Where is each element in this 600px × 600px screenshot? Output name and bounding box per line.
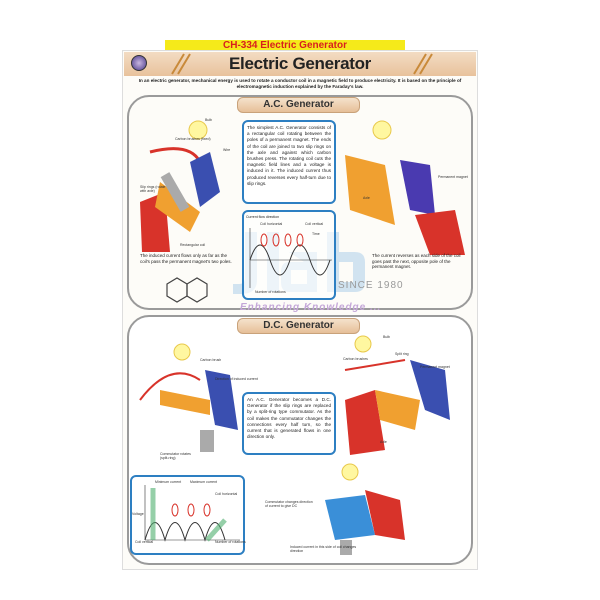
ac-generator-illustration-right [345,120,465,255]
ac-label: Bulb [205,118,213,122]
ac-label: Wire [223,148,231,152]
dc-commutator-illustration [325,463,405,555]
ac-generator-illustration-left [140,120,220,252]
ac-graph-label: Coil horizontal [260,222,283,226]
ac-graph-label: Time [312,232,320,236]
dc-graph-box [130,475,245,555]
dc-label: Split ring [395,352,409,356]
ac-label: Slip rings (rotate with axle) [140,185,166,193]
dc-graph-label: Coil horizontal [215,492,238,496]
dc-label: Permanent magnet [420,365,450,369]
publisher-logo [131,55,147,71]
dc-label: Commutator changes direction of current … [265,500,313,508]
ac-label: Permanent magnet [438,175,468,179]
dc-label: Direction of induced current [215,377,258,381]
dc-label: Induced current in this side of coil cha… [290,545,357,553]
header-stripes [171,53,433,75]
ac-label: Carbon brushes (fixed) [175,137,211,141]
dc-graph-label: Maximum current [190,480,218,484]
watermark-tagline: Enhancing Knowledge ... [240,302,382,313]
ac-generator-panel [127,95,473,310]
dc-graph-label: Number of rotations [215,540,246,544]
product-code-strip: CH-334 Electric Generator [165,40,405,52]
hexagon-logo-icon [166,277,208,303]
dc-generator-illustration-left [139,343,238,452]
ac-label: Rectangular coil [180,243,206,247]
ac-graph-label: Number of rotations [255,290,286,294]
dc-label: Commutator rotates (split-ring) [160,452,191,460]
ac-label: Axle [363,196,370,200]
ac-caption-left: The induced current flows only as far as… [140,253,232,264]
poster-header [124,52,476,76]
ac-heading: A.C. Generator [237,97,360,113]
dc-description: An A.C. Generator becomes a D.C. Generat… [242,392,336,455]
dc-label: Bulb [383,335,391,339]
dc-label: Carbon brush [200,358,222,362]
intro-text: In an electric generator, mechanical ene… [138,78,462,89]
poster-title: Electric Generator [229,54,371,73]
ac-description: The simplest A.C. Generator consists of … [242,120,336,204]
watermark-since: SINCE 1980 [338,280,404,291]
dc-graph [144,485,240,542]
ac-caption-right: The current reverses as each side of the… [372,253,461,269]
dc-heading: D.C. Generator [237,318,360,334]
ac-graph-label: Coil vertical [305,222,324,226]
dc-label: Axle [380,440,387,444]
dc-graph-label: Voltage [132,512,144,516]
dc-generator-illustration-right [344,335,450,455]
dc-graph-label: Coil vertical [135,540,154,544]
dc-graph-label: Minimum current [155,480,182,484]
dc-label: Carbon brushes [343,357,368,361]
ac-sine-graph [249,228,332,289]
ac-graph-box: Current flow direction [242,210,336,300]
ac-graph-title: Current flow direction [246,215,280,219]
